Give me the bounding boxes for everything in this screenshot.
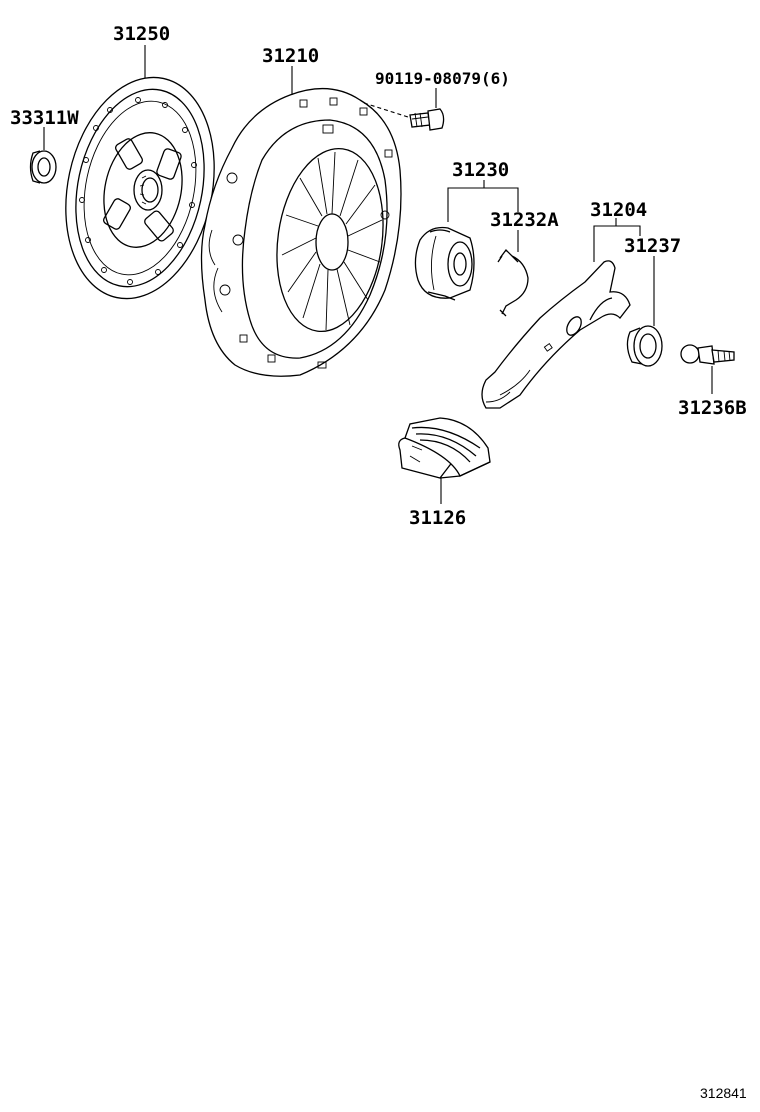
label-90119: 90119-08079(6) — [375, 69, 510, 88]
leader-31230 — [447, 187, 519, 222]
label-31126: 31126 — [409, 507, 466, 529]
release-bearing-clip[interactable] — [497, 249, 529, 317]
fork-boot-ring[interactable] — [626, 325, 663, 367]
label-33311W: 33311W — [10, 107, 79, 129]
input-shaft-bearing[interactable] — [29, 150, 57, 184]
cover-bolt[interactable] — [409, 108, 445, 131]
label-31232A: 31232A — [490, 209, 559, 231]
release-fork[interactable] — [481, 260, 631, 409]
clutch-cover[interactable] — [200, 87, 402, 377]
label-31236B: 31236B — [678, 397, 747, 419]
label-31237: 31237 — [624, 235, 681, 257]
label-31204: 31204 — [590, 199, 647, 221]
leader-bolt-dashed — [363, 102, 409, 118]
label-31210: 31210 — [262, 45, 319, 67]
clutch-disc[interactable] — [46, 63, 233, 312]
release-fork-support[interactable] — [680, 344, 735, 365]
label-31230: 31230 — [452, 159, 509, 181]
release-bearing-hub[interactable] — [414, 226, 475, 301]
label-31250: 31250 — [113, 23, 170, 45]
leader-31204 — [593, 225, 641, 262]
figure-number: 312841 — [700, 1085, 747, 1101]
release-fork-boot[interactable] — [398, 417, 491, 479]
